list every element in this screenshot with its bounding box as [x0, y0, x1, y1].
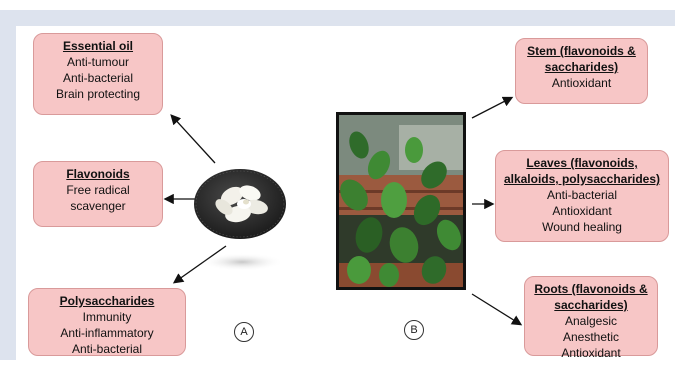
plant-photo-drawing [339, 115, 463, 287]
essential-oil-effect: Anti-bacterial [62, 71, 134, 85]
stem-title: saccharides) [544, 60, 619, 74]
polysaccharides-box: Polysaccharides Immunity Anti-inflammato… [28, 288, 186, 356]
roots-effect: Analgesic [564, 314, 618, 328]
polysaccharides-effect: Immunity [82, 310, 132, 324]
roots-effect: Antioxidant [561, 346, 621, 360]
polysaccharides-effect: Anti-bacterial [71, 342, 143, 356]
flavonoids-effect: Free radical [66, 183, 130, 197]
leaves-box: Leaves (flavonoids, alkaloids, polysacch… [495, 150, 669, 242]
stem-effect: Antioxidant [551, 76, 612, 90]
stem-box: Stem (flavonoids & saccharides) Antioxid… [515, 38, 648, 104]
roots-effect: Anesthetic [562, 330, 620, 344]
essential-oil-effect: Brain protecting [55, 87, 141, 101]
leaves-effect: Antioxidant [552, 204, 612, 218]
gardenia-plant-photo [336, 112, 466, 290]
leaves-title: alkaloids, polysaccharides) [503, 172, 661, 186]
leaves-title: Leaves (flavonoids, [526, 156, 638, 170]
panel-b-label: B [404, 320, 424, 340]
arrow-to-roots [471, 293, 523, 326]
polysaccharides-title: Polysaccharides [59, 294, 155, 308]
arrow-to-essential-oil [170, 114, 216, 164]
roots-title: saccharides) [554, 298, 628, 312]
roots-title: Roots (flavonoids & [534, 282, 648, 296]
flavonoids-box: Flavonoids Free radical scavenger [33, 161, 163, 227]
stem-title: Stem (flavonoids & [527, 44, 636, 58]
flavonoids-effect: scavenger [70, 199, 126, 213]
leaves-effect: Wound healing [542, 220, 622, 234]
arrow-to-stem [471, 96, 514, 119]
essential-oil-effect: Anti-tumour [66, 55, 130, 69]
essential-oil-title: Essential oil [62, 39, 134, 53]
roots-box: Roots (flavonoids & saccharides) Analges… [524, 276, 658, 360]
panel-a-label: A [234, 322, 254, 342]
essential-oil-box: Essential oil Anti-tumour Anti-bacterial… [33, 33, 163, 115]
polysaccharides-effect: Anti-inflammatory [60, 326, 154, 340]
frame-top-bar [0, 10, 675, 26]
arrow-to-polysaccharides [172, 245, 227, 284]
flavonoids-title: Flavonoids [66, 167, 130, 181]
leaves-effect: Anti-bacterial [546, 188, 618, 202]
frame-left-bar [0, 10, 16, 360]
